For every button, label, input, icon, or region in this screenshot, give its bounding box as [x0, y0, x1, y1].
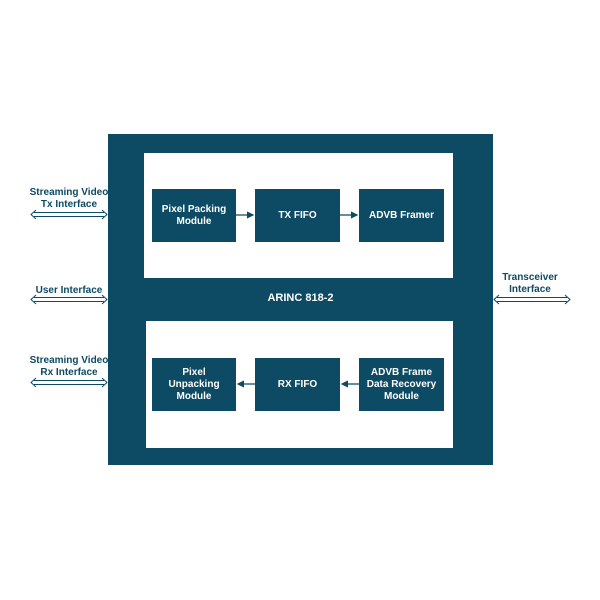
pixel-packing-module: Pixel Packing Module	[152, 189, 236, 242]
user-interface-bidirectional-arrow	[30, 294, 108, 305]
transceiver-bidirectional-arrow	[493, 294, 571, 305]
rx-fifo-module: RX FIFO	[255, 358, 340, 411]
user-interface-label: User Interface	[35, 285, 103, 296]
streaming-rx-bidirectional-arrow	[30, 377, 108, 388]
advb-framer-module: ADVB Framer	[359, 189, 444, 242]
streaming-tx-bidirectional-arrow	[30, 209, 108, 220]
advb-frame-data-recovery-module: ADVB Frame Data Recovery Module	[359, 358, 444, 411]
pixel-unpacking-module: Pixel Unpacking Module	[152, 358, 236, 411]
transceiver-interface-label: Transceiver Interface	[502, 272, 558, 295]
core-title: ARINC 818-2	[267, 292, 334, 304]
streaming-video-rx-interface-label: Streaming Video Rx Interface	[29, 355, 109, 378]
tx-fifo-module: TX FIFO	[255, 189, 340, 242]
streaming-video-tx-interface-label: Streaming Video Tx Interface	[29, 187, 109, 210]
